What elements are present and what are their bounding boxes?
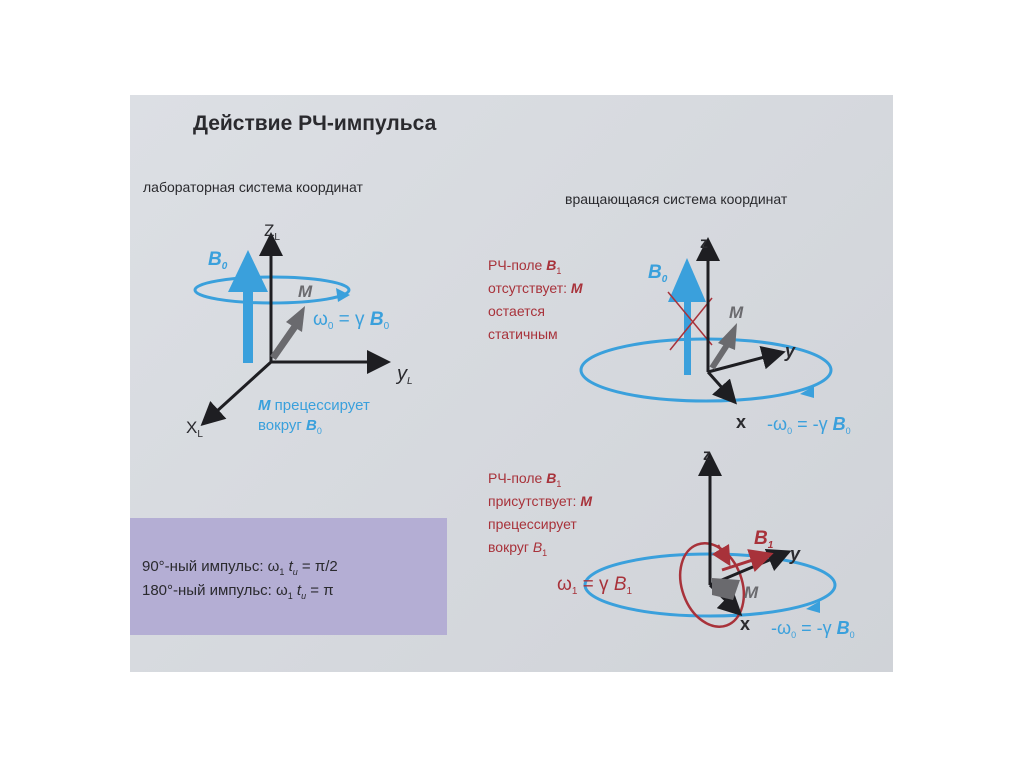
- svg-text:x: x: [736, 412, 746, 432]
- svg-text:M: M: [729, 303, 744, 322]
- b0-arrow-shaft: [243, 290, 253, 363]
- rot-heading: вращающаяся система координат: [565, 191, 788, 207]
- m-label: M: [298, 282, 313, 301]
- svg-text:z: z: [700, 235, 708, 252]
- svg-text:вокруг B1: вокруг B1: [488, 539, 547, 558]
- page-title: Действие РЧ-импульса: [193, 112, 437, 135]
- lab-frame-diagram: [193, 232, 391, 427]
- svg-text:ZL: ZL: [264, 221, 280, 243]
- svg-text:y: y: [789, 544, 801, 564]
- svg-text:x: x: [740, 614, 750, 634]
- svg-text:z: z: [703, 447, 711, 464]
- svg-text:ω1 = γ B1: ω1 = γ B1: [557, 574, 633, 597]
- lab-caption-1: M прецессирует: [258, 397, 370, 414]
- svg-text:РЧ-поле B1: РЧ-поле B1: [488, 257, 561, 276]
- svg-text:y: y: [784, 341, 796, 361]
- lab-heading: лабораторная система координат: [143, 179, 364, 195]
- svg-text:РЧ-поле B1: РЧ-поле B1: [488, 470, 561, 489]
- svg-text:B0: B0: [648, 262, 668, 285]
- svg-text:-ω0 = -γ B0: -ω0 = -γ B0: [771, 618, 855, 640]
- pulse-180: 180°-ный импульс: ω1 tи = π: [142, 582, 334, 601]
- svg-text:статичным: статичным: [488, 326, 558, 342]
- svg-text:прецессирует: прецессирует: [488, 516, 577, 532]
- pulse-box: [130, 518, 447, 635]
- m-vector: [270, 322, 299, 361]
- svg-text:отсутствует: M: отсутствует: M: [488, 280, 583, 296]
- svg-text:yL: yL: [395, 363, 413, 387]
- b0-label: B0: [208, 249, 228, 272]
- svg-text:присутствует: M: присутствует: M: [488, 493, 592, 509]
- lab-caption-2: вокруг B0: [258, 417, 322, 436]
- svg-text:B1: B1: [754, 528, 774, 551]
- larmor-formula: ω0 = γ B0: [313, 309, 390, 332]
- pulse-90: 90°-ный импульс: ω1 tи = π/2: [142, 558, 338, 577]
- svg-text:-ω0 = -γ B0: -ω0 = -γ B0: [767, 414, 851, 436]
- b1-arrow: [721, 549, 774, 572]
- svg-text:M: M: [744, 583, 759, 602]
- rot-orbit-top: [579, 337, 833, 403]
- svg-text:остается: остается: [488, 303, 545, 319]
- b1-precession-orbit: [678, 542, 746, 628]
- b0-arrow-head: [228, 250, 268, 292]
- rot-bottom-diagram: [583, 452, 837, 628]
- rot-top-diagram: [579, 237, 833, 405]
- x-axis: [200, 360, 273, 427]
- svg-text:XL: XL: [186, 418, 203, 440]
